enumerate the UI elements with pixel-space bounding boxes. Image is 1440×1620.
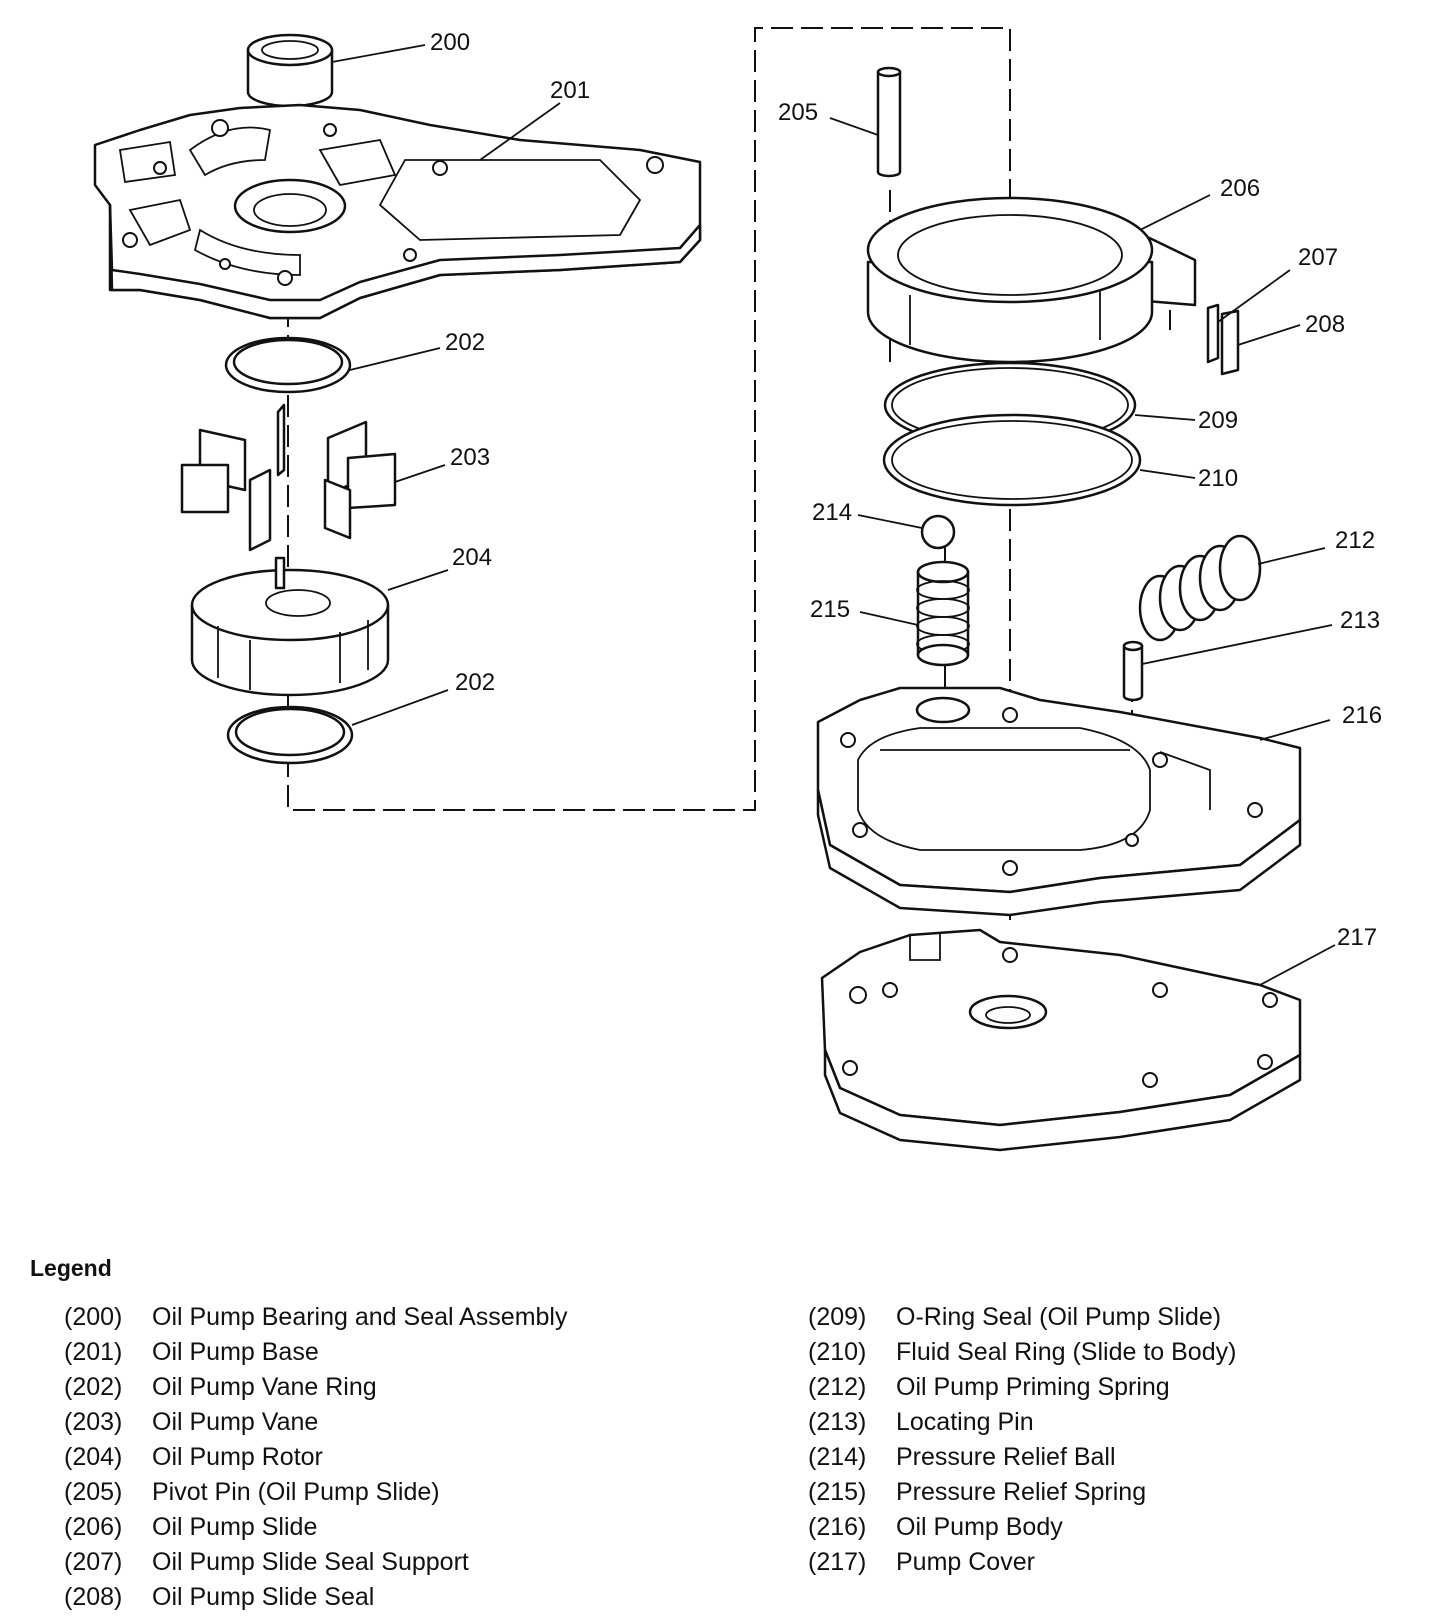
legend-item: (205) Pivot Pin (Oil Pump Slide) (64, 1475, 568, 1510)
legend-item: (202) Oil Pump Vane Ring (64, 1370, 568, 1405)
legend-item: (209) O-Ring Seal (Oil Pump Slide) (808, 1300, 1236, 1335)
legend-item-number: (214) (808, 1443, 867, 1471)
callout-214: 214 (812, 499, 852, 526)
legend-item-label: Oil Pump Body (896, 1513, 1063, 1541)
callout-206: 206 (1220, 175, 1260, 202)
legend-item-number: (205) (64, 1478, 123, 1506)
legend-item: (210) Fluid Seal Ring (Slide to Body) (808, 1335, 1236, 1370)
legend-item: (213) Locating Pin (808, 1405, 1236, 1440)
callout-216: 216 (1342, 702, 1382, 729)
legend-item-label: O-Ring Seal (Oil Pump Slide) (896, 1303, 1222, 1331)
legend-item-number: (206) (64, 1513, 123, 1541)
callout-209: 209 (1198, 407, 1238, 434)
oil-pump-base-201 (93, 103, 702, 320)
legend-item: (206) Oil Pump Slide (64, 1510, 568, 1545)
oil-pump-vanes-203 (180, 403, 397, 552)
legend-item: (216) Oil Pump Body (808, 1510, 1236, 1545)
legend-title: Legend (30, 1255, 112, 1281)
legend-list-right: (209) O-Ring Seal (Oil Pump Slide) (210) Fl… (808, 1300, 1236, 1580)
callout-215: 215 (810, 596, 850, 623)
legend-item-number: (213) (808, 1408, 867, 1436)
legend-item-label: Oil Pump Priming Spring (896, 1373, 1170, 1401)
legend-item-label: Pump Cover (896, 1548, 1035, 1576)
callout-207: 207 (1298, 244, 1338, 271)
legend-item-label: Locating Pin (896, 1408, 1034, 1436)
legend-item-number: (215) (808, 1478, 867, 1506)
legend-item-number: (207) (64, 1548, 123, 1576)
legend-item: (214) Pressure Relief Ball (808, 1440, 1236, 1475)
leader-lines (331, 44, 1336, 986)
legend-item-label: Oil Pump Slide Seal Support (152, 1548, 469, 1576)
priming-spring-212 (1138, 534, 1262, 642)
vane-ring-202-upper (224, 336, 352, 394)
slide-seal-208 (1220, 309, 1240, 376)
oil-pump-rotor-204 (190, 556, 390, 697)
pressure-relief-spring-215 (916, 560, 970, 667)
legend-item: (207) Oil Pump Slide Seal Support (64, 1545, 568, 1580)
legend-item-label: Oil Pump Vane Ring (152, 1373, 377, 1401)
pressure-relief-ball-214 (920, 514, 956, 550)
legend-item-number: (209) (808, 1303, 867, 1331)
legend-item-number: (217) (808, 1548, 867, 1576)
legend-item-number: (212) (808, 1373, 867, 1401)
fluid-seal-ring-210 (882, 413, 1142, 507)
legend-item: (204) Oil Pump Rotor (64, 1440, 568, 1475)
legend-item-label: Oil Pump Slide (152, 1513, 318, 1541)
callout-202-lower: 202 (455, 669, 495, 696)
legend-item-number: (200) (64, 1303, 123, 1331)
legend-item-number: (216) (808, 1513, 867, 1541)
legend-item: (208) Oil Pump Slide Seal (64, 1580, 568, 1615)
pump-cover-217 (820, 928, 1302, 1152)
pivot-pin-205 (876, 66, 902, 178)
legend-list-left: (200)Oil Pump Bearing and Seal Assembly(… (64, 1300, 568, 1615)
legend-item: (203) Oil Pump Vane (64, 1405, 568, 1440)
callout-200: 200 (430, 29, 470, 56)
legend-item: (201) Oil Pump Base (64, 1335, 568, 1370)
callout-208: 208 (1305, 311, 1345, 338)
legend-item-number: (203) (64, 1408, 123, 1436)
legend-item-number: (208) (64, 1583, 123, 1611)
legend-item-label: Pressure Relief Ball (896, 1443, 1116, 1471)
legend-item: (212) Oil Pump Priming Spring (808, 1370, 1236, 1405)
legend-item-number: (204) (64, 1443, 123, 1471)
callout-labels: 200 201 202 203 204 202 205 206 207 208 … (430, 29, 1382, 951)
callout-210: 210 (1198, 465, 1238, 492)
legend-item-number: (202) (64, 1373, 123, 1401)
legend-item-label: Oil Pump Bearing and Seal Assembly (152, 1303, 568, 1331)
callout-217: 217 (1337, 924, 1377, 951)
legend-item-label: Oil Pump Rotor (152, 1443, 323, 1471)
oil-pump-slide-206 (866, 196, 1197, 364)
legend-item: (200) Oil Pump Bearing and Seal Assembly (64, 1300, 568, 1335)
legend-item-label: Pivot Pin (Oil Pump Slide) (152, 1478, 440, 1506)
legend-item-number: (210) (808, 1338, 867, 1366)
oil-pump-body-216 (816, 686, 1302, 917)
bearing-seal-assembly-200 (246, 33, 334, 108)
callout-212: 212 (1335, 527, 1375, 554)
callout-204: 204 (452, 544, 492, 571)
legend-item: (215) Pressure Relief Spring (808, 1475, 1236, 1510)
callout-202-upper: 202 (445, 329, 485, 356)
callout-213: 213 (1340, 607, 1380, 634)
legend-item: (217) Pump Cover (808, 1545, 1236, 1580)
legend-item-label: Oil Pump Base (152, 1338, 319, 1366)
legend-item-number: (201) (64, 1338, 123, 1366)
vane-ring-202-lower (226, 705, 354, 765)
legend-item-label: Oil Pump Slide Seal (152, 1583, 375, 1611)
slide-seal-support-207 (1206, 303, 1220, 364)
callout-201: 201 (550, 77, 590, 104)
exploded-view-diagram: 200 201 202 203 204 202 205 206 207 208 … (93, 27, 1382, 1152)
locating-pin-213 (1122, 640, 1144, 702)
legend-item-label: Pressure Relief Spring (896, 1478, 1147, 1506)
legend-item-label: Oil Pump Vane (152, 1408, 319, 1436)
legend-item-label: Fluid Seal Ring (Slide to Body) (896, 1338, 1237, 1366)
callout-205: 205 (778, 99, 818, 126)
callout-203: 203 (450, 444, 490, 471)
